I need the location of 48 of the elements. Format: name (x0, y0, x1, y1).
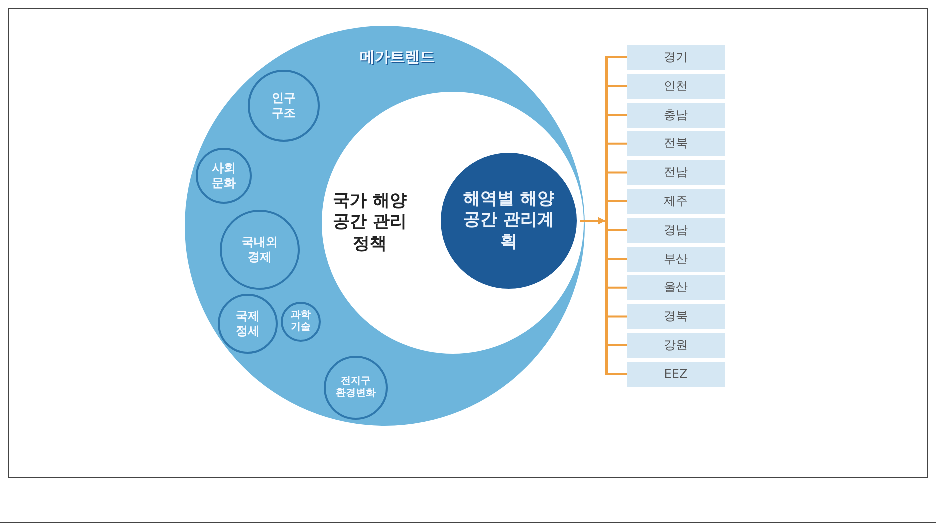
connector-line (608, 286, 627, 289)
region-name: 부산 (664, 252, 688, 267)
region-label-box (627, 102, 725, 128)
connector-line (608, 56, 627, 58)
circle-label: 국가 해양공간 관리정책 (332, 191, 408, 255)
region-name: 전남 (664, 165, 688, 180)
region-label-box (627, 74, 725, 99)
region-label-box (627, 189, 725, 214)
region-label-box (627, 362, 725, 387)
circle-title: 메가트렌드 (360, 48, 435, 67)
connector-line (608, 258, 627, 260)
arrow (580, 217, 606, 225)
circle-label: 인구 구조 (270, 91, 297, 121)
connector-line (608, 373, 627, 376)
connector-line (608, 200, 627, 202)
region-name: 제주 (664, 194, 688, 209)
circle-label: 국제 정세 (234, 309, 261, 339)
region-label-box (627, 160, 725, 186)
trend-circle (281, 302, 321, 342)
region-label-box (627, 275, 725, 300)
region-name: 강원 (664, 338, 688, 353)
connector-line (608, 114, 627, 116)
region-name: 인천 (664, 78, 688, 94)
region-name: 경북 (664, 309, 688, 324)
region-name: EEZ (664, 366, 688, 382)
region-label-box (627, 246, 725, 272)
connector-line (608, 316, 627, 318)
circle-label: 국내외 경제 (240, 235, 279, 265)
connector-line (608, 172, 627, 174)
connector-line (608, 142, 627, 145)
region-label-box (627, 45, 725, 70)
circle-label: 전지구 환경변화 (335, 376, 377, 400)
region-name: 전북 (664, 136, 688, 152)
region-label-box (627, 304, 725, 330)
region-name: 충남 (664, 108, 688, 123)
region-label-box (627, 131, 725, 156)
region-label-box (627, 333, 725, 358)
connector-line (608, 229, 627, 232)
connector-line (608, 85, 627, 88)
circle-label: 해역별 해양공간 관리계획 (463, 189, 555, 253)
region-label-box (627, 218, 725, 243)
connector-line (608, 344, 627, 346)
circle-label: 사회 문화 (210, 161, 237, 191)
bracket-line (605, 56, 608, 375)
region-name: 경남 (664, 222, 688, 238)
region-name: 울산 (664, 280, 688, 296)
circle-label: 과학 기술 (290, 310, 312, 334)
region-name: 경기 (664, 50, 688, 65)
